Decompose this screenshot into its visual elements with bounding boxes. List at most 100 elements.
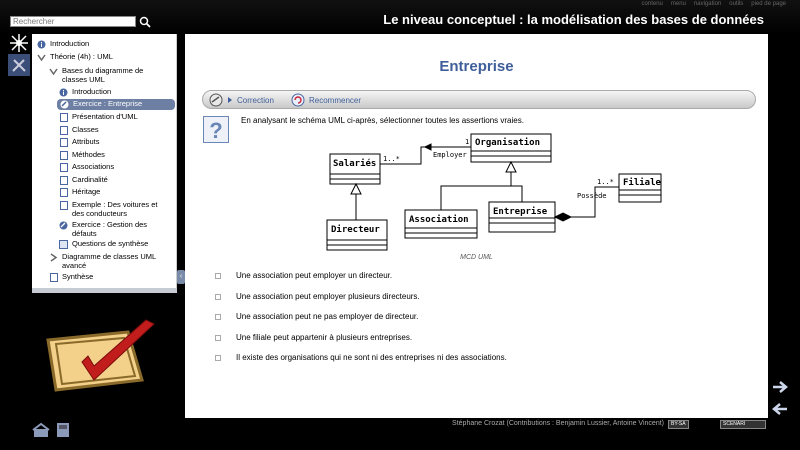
link-footer[interactable]: pied de page — [751, 1, 786, 7]
answer-option-4[interactable]: Une filiale peut appartenir à plusieurs … — [215, 333, 412, 342]
sidebar-item-label: Attributs — [72, 137, 100, 146]
correction-button[interactable]: Correction — [209, 93, 274, 107]
chevron-down-icon — [49, 67, 58, 76]
sidebar-scroll-bar[interactable] — [32, 288, 177, 293]
answer-label: Une association peut ne pas employer de … — [236, 312, 419, 321]
sidebar-item-attributs[interactable]: Attributs — [59, 137, 100, 147]
restart-button[interactable]: Recommencer — [291, 93, 361, 107]
class-organisation: Organisation — [475, 137, 540, 148]
info-icon — [59, 88, 68, 97]
menu-star-button[interactable] — [8, 32, 30, 54]
answer-option-2[interactable]: Une association peut employer plusieurs … — [215, 292, 420, 301]
sidebar-item-label: Introduction — [72, 87, 112, 96]
correction-icon — [209, 93, 223, 107]
sidebar-item-label: Diagramme de classes UML avancé — [62, 252, 156, 270]
sidebar-item-label: Classes — [72, 125, 99, 134]
home-icon[interactable] — [32, 422, 50, 438]
sidebar-item-exemple-voitures[interactable]: Exemple : Des voitures et des conducteur… — [59, 200, 169, 218]
sidebar-item-heritage[interactable]: Héritage — [59, 187, 101, 197]
diagram-caption: MCD UML — [460, 254, 493, 261]
chevron-down-icon — [37, 53, 46, 62]
search-icon — [139, 16, 151, 28]
search-button[interactable] — [139, 15, 151, 28]
sidebar-item-theorie-uml[interactable]: Théorie (4h) : UML — [37, 52, 113, 62]
mult-one: 1 — [465, 138, 469, 146]
sidebar-item-diagramme-avance[interactable]: Diagramme de classes UML avancé — [49, 252, 169, 270]
sidebar-item-cardinalite[interactable]: Cardinalité — [59, 175, 108, 185]
document-icon — [59, 163, 68, 172]
sidebar-item-label: Associations — [72, 162, 115, 171]
sidebar-item-label: Méthodes — [72, 150, 105, 159]
answer-label: Une filiale peut appartenir à plusieurs … — [236, 333, 413, 342]
play-arrow-icon — [228, 97, 232, 103]
sidebar-item-exercice-defauts[interactable]: Exercice : Gestion des défauts — [59, 220, 169, 238]
arrow-right-icon — [773, 381, 788, 393]
footer: Stéphane Crozat (Contributions : Benjami… — [0, 418, 800, 450]
document-icon — [49, 273, 58, 282]
answer-label: Il existe des organisations qui ne sont … — [236, 353, 507, 362]
next-page-button[interactable] — [771, 378, 789, 396]
class-directeur: Directeur — [331, 224, 380, 235]
mult-one-many-filiale: 1..* — [597, 178, 614, 186]
sidebar-collapse-button[interactable]: ‹ — [177, 270, 185, 284]
answer-checkbox[interactable] — [215, 293, 221, 300]
answer-label: Une association peut employer plusieurs … — [236, 292, 420, 301]
class-entreprise: Entreprise — [493, 206, 548, 217]
class-association: Association — [409, 214, 469, 225]
sidebar-item-label: Présentation d'UML — [72, 112, 138, 121]
link-menu[interactable]: menu — [670, 1, 686, 7]
label-employer: Employer — [433, 151, 467, 159]
sidebar-item-label: Exemple : Des voitures et des conducteur… — [72, 200, 158, 218]
scenari-badge[interactable]: SCENARI — [720, 420, 766, 429]
sidebar-item-introduction[interactable]: Introduction — [37, 39, 89, 49]
license-badge[interactable]: BY-SA — [668, 420, 689, 429]
sidebar-item-presentation-uml[interactable]: Présentation d'UML — [59, 112, 138, 122]
sidebar-item-label: Questions de synthèse — [72, 239, 149, 248]
sidebar-item-label: Cardinalité — [72, 175, 108, 184]
document-icon — [59, 176, 68, 185]
answer-option-1[interactable]: Une association peut employer un directe… — [215, 271, 392, 280]
question-text: En analysant le schéma UML ci-après, sél… — [241, 116, 524, 125]
sidebar-item-associations[interactable]: Associations — [59, 162, 115, 172]
answer-checkbox[interactable] — [215, 334, 221, 341]
sidebar-item-classes[interactable]: Classes — [59, 125, 99, 135]
checkmark-logo — [42, 318, 160, 398]
mult-one-many: 1..* — [383, 155, 400, 163]
sidebar-item-label: Exercice : Entreprise — [73, 99, 143, 108]
link-navigation[interactable]: navigation — [693, 1, 722, 7]
search-input[interactable]: Rechercher — [10, 16, 136, 27]
exercise-icon — [59, 221, 68, 230]
answer-checkbox[interactable] — [215, 354, 221, 361]
answer-label: Une association peut employer un directe… — [236, 271, 393, 280]
answer-checkbox[interactable] — [215, 313, 221, 320]
answer-option-5[interactable]: Il existe des organisations qui ne sont … — [215, 353, 507, 362]
app-title: Le niveau conceptuel : la modélisation d… — [383, 12, 764, 27]
link-tools[interactable]: outils — [729, 1, 744, 7]
sidebar-item-synthese[interactable]: Synthèse — [49, 272, 93, 282]
page-title: Entreprise — [439, 58, 514, 75]
sidebar-item-bases-diagramme[interactable]: Bases du diagramme de classes UML — [49, 66, 159, 84]
svg-text:?: ? — [209, 119, 222, 141]
answer-option-3[interactable]: Une association peut ne pas employer de … — [215, 312, 418, 321]
document-icon — [59, 138, 68, 147]
previous-page-button[interactable] — [771, 400, 789, 418]
sidebar-item-label: Bases du diagramme de classes UML — [62, 66, 144, 84]
exercise-toolbar: Correction Recommencer — [202, 90, 756, 109]
sidebar-item-methodes[interactable]: Méthodes — [59, 150, 105, 160]
credits-text: Stéphane Crozat (Contributions : Benjami… — [452, 420, 664, 427]
tools-button[interactable] — [8, 54, 30, 76]
link-content[interactable]: contenu — [641, 1, 663, 7]
star-burst-icon — [10, 34, 28, 52]
sidebar-item-label: Héritage — [72, 187, 101, 196]
document-icon — [59, 188, 68, 197]
info-icon — [37, 40, 46, 49]
sidebar-item-exercice-entreprise[interactable]: Exercice : Entreprise — [57, 99, 175, 110]
top-bar: Rechercher contenu menu navigation outil… — [0, 0, 800, 34]
sidebar-item-sub-introduction[interactable]: Introduction — [59, 87, 112, 97]
answer-checkbox[interactable] — [215, 272, 221, 279]
sidebar-item-questions-synthese[interactable]: Questions de synthèse — [59, 239, 149, 249]
uml-diagram: Salariés Organisation Filiale Directeur … — [326, 133, 662, 251]
print-icon[interactable] — [56, 422, 74, 438]
class-filiale: Filiale — [623, 177, 662, 188]
